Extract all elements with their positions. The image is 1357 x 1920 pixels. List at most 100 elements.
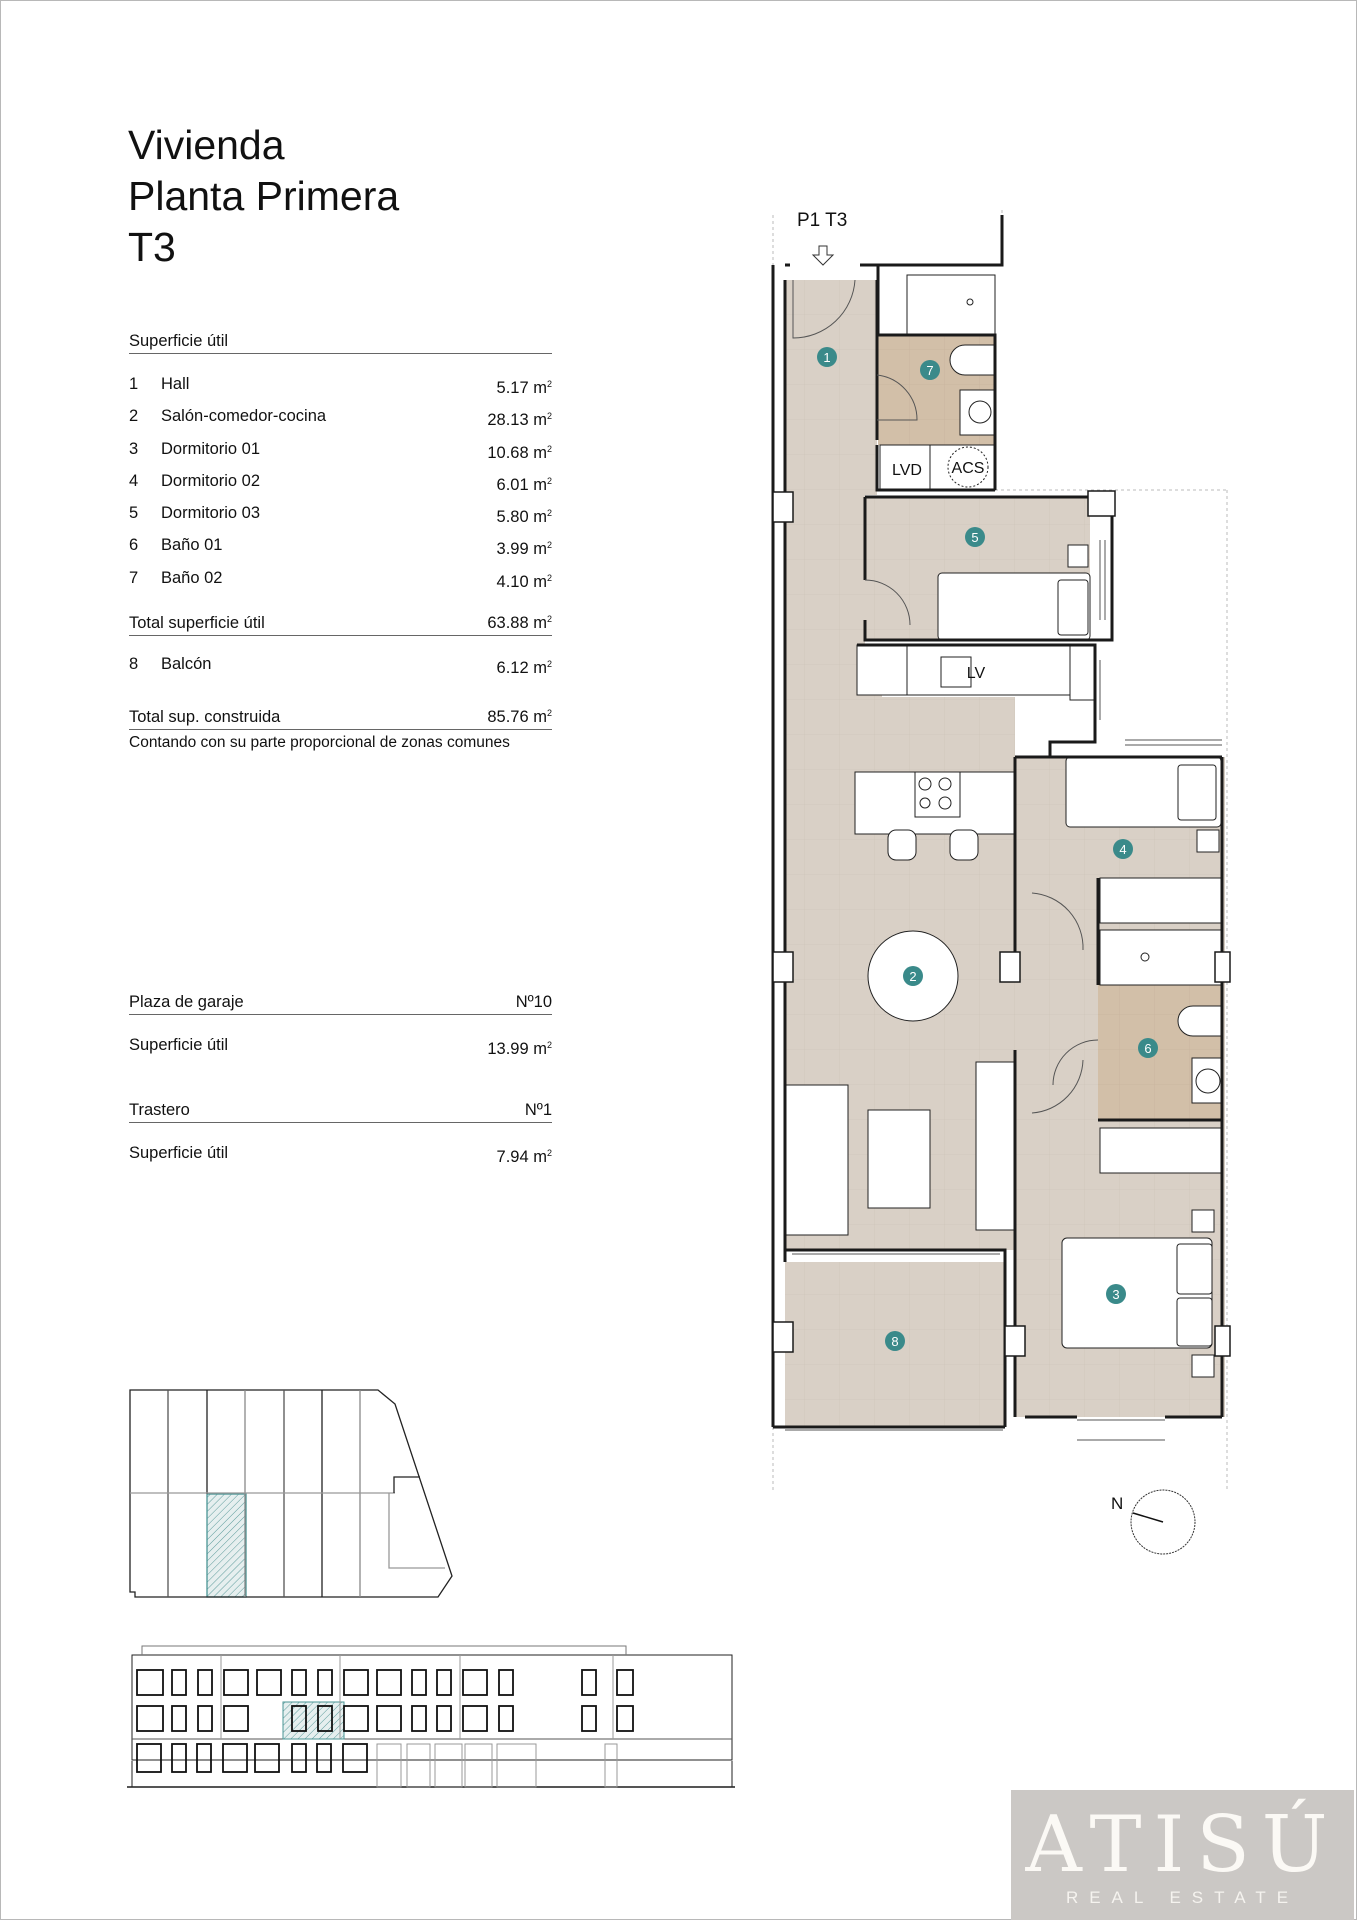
room-area: 4.10 m: [496, 572, 547, 591]
logo-sub-text: REAL ESTATE: [1065, 1888, 1300, 1907]
marker-numbers: 1 7 5 4 2 6 3 8: [823, 350, 1151, 1349]
total-useful-row: Total superficie útil 63.88 m2: [129, 614, 552, 637]
svg-text:6: 6: [1144, 1041, 1151, 1056]
unit-sup: 2: [546, 1040, 552, 1050]
marker-8: [885, 1331, 905, 1351]
unit-sup: 2: [546, 379, 552, 389]
room-area: 6.01 m: [496, 475, 547, 494]
room-name: Salón-comedor-cocina: [161, 407, 327, 426]
elevation-windows: [136, 1669, 634, 1773]
room-num: 1: [129, 375, 139, 393]
unit-sup: 2: [546, 1148, 552, 1158]
unit-sup: 2: [546, 659, 552, 670]
surface-header: Superficie útil: [129, 332, 552, 354]
room-num: 6: [129, 536, 139, 555]
room-name: Hall: [161, 375, 190, 393]
svg-text:7: 7: [926, 363, 933, 378]
surface-header-label: Superficie útil: [129, 332, 229, 350]
walls: [771, 215, 1224, 1429]
room-markers: [817, 347, 1158, 1351]
room-row: 1 Hall 5.17 m2: [129, 368, 552, 400]
unit-sup: 2: [546, 411, 552, 422]
door-swings: [792, 279, 1099, 1114]
unit-sup: 2: [546, 443, 552, 454]
room-num: 4: [129, 471, 139, 490]
garage-header: Plaza de garaje Nº10: [129, 993, 552, 1015]
marker-2: [903, 966, 923, 986]
room-area: 5.80 m: [496, 508, 547, 527]
title-line-2: Planta Primera: [128, 173, 400, 219]
total-useful-label: Total superficie útil: [129, 614, 265, 633]
garage-area-label: Superficie útil: [129, 1036, 229, 1054]
furniture: [785, 274, 1223, 1378]
unit-label: P1 T3: [797, 210, 848, 231]
building-elevation: [127, 1645, 735, 1788]
common-areas-note: Contando con su parte proporcional de zo…: [129, 734, 510, 752]
marker-3: [1106, 1284, 1126, 1304]
compass-icon: [1130, 1489, 1196, 1555]
unit-sup: 2: [546, 540, 552, 551]
room-row: 4 Dormitorio 02 6.01 m2: [129, 465, 552, 497]
storage-number: Nº1: [524, 1101, 552, 1119]
room-name: Dormitorio 02: [161, 471, 261, 490]
total-built-label: Total sup. construida: [129, 708, 281, 727]
storage-area-row: Superficie útil 7.94 m2: [129, 1137, 552, 1169]
room-num: 5: [129, 504, 139, 523]
room-area: 3.99 m: [496, 540, 547, 559]
svg-text:LV: LV: [967, 665, 986, 682]
storage-area-label: Superficie útil: [129, 1144, 229, 1162]
unit-sup: 2: [546, 572, 552, 583]
total-built-value: 85.76 m: [487, 708, 547, 727]
atisu-logo: ATISÚ REAL ESTATE: [1011, 1790, 1354, 1920]
windows: [785, 540, 1222, 1441]
page-title: Vivienda Planta Primera T3: [128, 120, 399, 273]
compass-north-label: N: [1111, 1494, 1124, 1513]
toilets: [949, 344, 1223, 1104]
room-name: Baño 01: [161, 536, 223, 555]
room-row: 5 Dormitorio 03 5.80 m2: [129, 497, 552, 529]
svg-text:3: 3: [1112, 1287, 1119, 1302]
unit-sup: 2: [546, 708, 552, 719]
unit-sup: 2: [546, 508, 552, 519]
unit-sup: 2: [546, 475, 552, 486]
total-useful-value: 63.88 m: [487, 614, 547, 633]
unit-sup: 2: [546, 614, 552, 625]
garage-label: Plaza de garaje: [129, 993, 244, 1011]
room-row: 3 Dormitorio 01 10.68 m2: [129, 433, 552, 465]
room-num: 7: [129, 568, 139, 587]
room-row: 7 Baño 02 4.10 m2: [129, 562, 552, 594]
balcony-num: 8: [129, 655, 139, 674]
svg-text:4: 4: [1119, 842, 1126, 857]
svg-text:LVD: LVD: [892, 462, 922, 479]
svg-text:5: 5: [971, 530, 978, 545]
room-num: 2: [129, 407, 139, 426]
room-row: 6 Baño 01 3.99 m2: [129, 529, 552, 561]
room-area: 5.17 m: [496, 379, 547, 397]
garage-section: Plaza de garaje Nº10 Superficie útil 13.…: [129, 993, 552, 1061]
room-name: Dormitorio 01: [161, 439, 261, 458]
wall-piers: [772, 490, 1231, 1357]
room-name: Baño 02: [161, 568, 223, 587]
svg-text:8: 8: [891, 1334, 898, 1349]
room-num: 3: [129, 439, 139, 458]
room-name: Dormitorio 03: [161, 504, 261, 523]
svg-text:1: 1: [823, 350, 830, 365]
title-line-1: Vivienda: [128, 122, 285, 168]
room-area: 10.68 m: [487, 443, 547, 462]
fixture-labels: LVD ACS LV: [892, 460, 985, 682]
balcony-name: Balcón: [161, 655, 212, 674]
marker-5: [965, 527, 985, 547]
room-area: 28.13 m: [487, 411, 547, 430]
storage-section: Trastero Nº1 Superficie útil 7.94 m2: [129, 1101, 552, 1169]
title-line-3: T3: [128, 224, 176, 270]
svg-text:ACS: ACS: [952, 460, 985, 477]
storage-header: Trastero Nº1: [129, 1101, 552, 1123]
total-built-row: Total sup. construida 85.76 m2: [129, 708, 552, 731]
marker-6: [1138, 1038, 1158, 1058]
logo-main-text: ATISÚ: [1025, 1800, 1340, 1890]
marker-7: [920, 360, 940, 380]
